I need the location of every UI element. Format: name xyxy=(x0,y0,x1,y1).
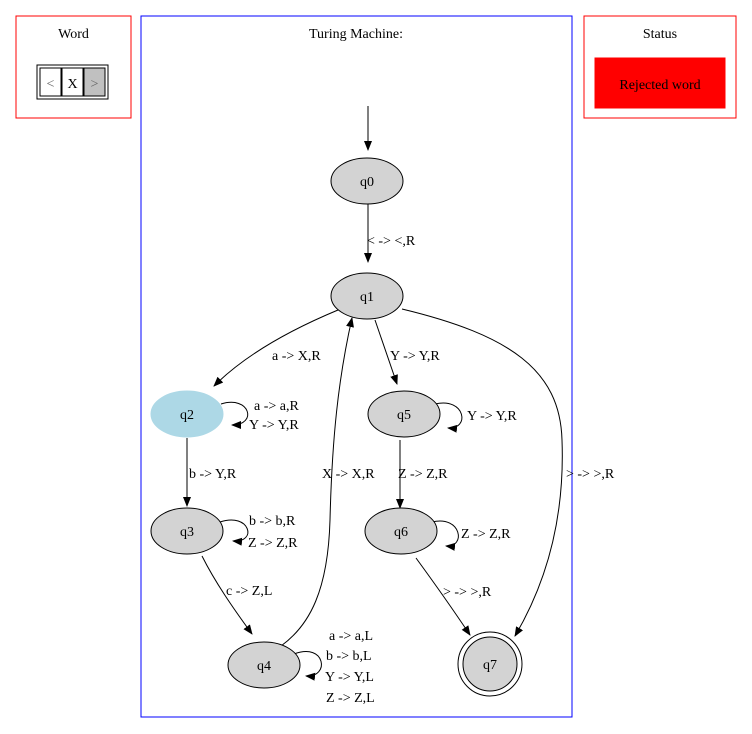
tape-cell-2-symbol: > xyxy=(91,77,99,92)
tape-cell-0-symbol: < xyxy=(47,77,55,92)
state-q7-outer-ring xyxy=(457,631,523,697)
status-panel: Status Rejected word xyxy=(583,15,737,119)
status-panel-title: Status xyxy=(643,27,677,42)
state-q6[interactable]: q6 xyxy=(364,507,438,555)
states: q0 q1 q2 q3 q4 q5 q6 q7 xyxy=(150,157,523,697)
state-q2-current[interactable]: q2 xyxy=(150,390,224,438)
state-q7-label: q7 xyxy=(483,658,497,673)
edge-label-q6-loop: Z -> Z,R xyxy=(461,527,511,542)
edge-label-q0-q1: < -> <,R xyxy=(367,234,416,249)
edge-q6-loop xyxy=(431,520,459,551)
edge-q3-loop xyxy=(219,519,249,546)
state-q3-shape xyxy=(150,507,224,555)
status-badge xyxy=(594,57,726,109)
edge-q1-q5 xyxy=(374,319,398,385)
tape-cell-1-symbol: X xyxy=(67,77,77,92)
state-q4-label: q4 xyxy=(257,659,271,674)
state-q0-label: q0 xyxy=(360,175,374,190)
edge-label-q1-q5: Y -> Y,R xyxy=(390,349,440,364)
edge-label-q2-q3: b -> Y,R xyxy=(189,467,237,482)
state-q7-accepting[interactable]: q7 xyxy=(457,631,523,697)
edge-label-q3-q4: c -> Z,L xyxy=(226,584,272,599)
edge-label-q2-loop-1: a -> a,R xyxy=(254,399,299,414)
edge-q4-loop xyxy=(293,651,322,681)
edge-q1-q2 xyxy=(213,309,339,387)
state-q2-label: q2 xyxy=(180,408,194,423)
edge-label-q1-q7: > -> >,R xyxy=(566,467,615,482)
word-panel-border xyxy=(15,15,132,119)
tape-cell-1 xyxy=(61,67,84,97)
status-panel-border xyxy=(583,15,737,119)
edge-label-q3-loop-2: Z -> Z,R xyxy=(248,536,298,551)
edge-label-q4-loop-3: Y -> Y,L xyxy=(325,670,374,685)
state-q5-shape xyxy=(367,390,441,438)
edge-label-q5-loop: Y -> Y,R xyxy=(467,409,517,424)
state-q1-shape xyxy=(330,272,404,320)
state-q4[interactable]: q4 xyxy=(227,641,301,689)
edge-label-q3-loop-1: b -> b,R xyxy=(249,514,296,529)
edge-q5-loop xyxy=(434,402,463,433)
machine-panel-border xyxy=(140,15,573,718)
edge-label-q2-loop-2: Y -> Y,R xyxy=(249,418,299,433)
edge-label-q6-q7: > -> >,R xyxy=(443,585,492,600)
edge-label-q4-loop-4: Z -> Z,L xyxy=(326,691,375,706)
state-q6-shape xyxy=(364,507,438,555)
state-q0[interactable]: q0 xyxy=(330,157,404,205)
edge-q1-q7 xyxy=(401,308,563,637)
tape-cell-0 xyxy=(39,67,62,97)
edge-labels: < -> <,R a -> X,R Y -> Y,R > -> >,R a ->… xyxy=(189,234,615,706)
state-q1[interactable]: q1 xyxy=(330,272,404,320)
edge-q6-q7 xyxy=(415,557,471,636)
state-q7-shape xyxy=(462,636,518,692)
state-q5[interactable]: q5 xyxy=(367,390,441,438)
word-tape-outer xyxy=(36,64,109,100)
state-q5-label: q5 xyxy=(397,408,411,423)
state-q0-shape xyxy=(330,157,404,205)
edges xyxy=(183,106,563,681)
edge-label-q1-q2: a -> X,R xyxy=(272,349,321,364)
edge-label-q4-loop-2: b -> b,L xyxy=(326,649,372,664)
state-q6-label: q6 xyxy=(394,525,408,540)
word-tape: < X > xyxy=(36,64,109,100)
edge-label-q4-loop-1: a -> a,L xyxy=(329,629,373,644)
edge-label-q5-q6: Z -> Z,R xyxy=(398,467,448,482)
state-q2-shape xyxy=(150,390,224,438)
state-q4-shape xyxy=(227,641,301,689)
tape-cell-2-head xyxy=(83,67,106,97)
edge-label-q4-q1: X -> X,R xyxy=(322,467,375,482)
state-q1-label: q1 xyxy=(360,290,374,305)
word-panel-title: Word xyxy=(58,27,89,42)
edge-q4-q1 xyxy=(280,317,354,647)
status-message: Rejected word xyxy=(619,78,700,93)
word-panel: Word < X > xyxy=(15,15,132,119)
edge-q3-q4 xyxy=(201,555,253,635)
edge-q2-loop xyxy=(220,401,249,429)
machine-panel: Turing Machine: xyxy=(140,15,573,718)
machine-panel-title: Turing Machine: xyxy=(309,27,403,42)
state-q3-label: q3 xyxy=(180,525,194,540)
state-q3[interactable]: q3 xyxy=(150,507,224,555)
